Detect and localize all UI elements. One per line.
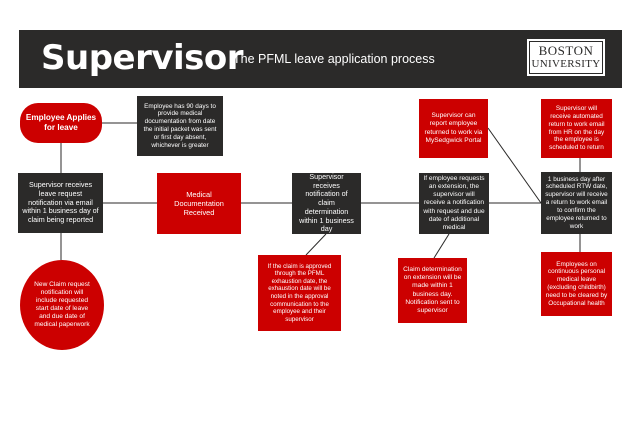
node-claim-determination: Supervisor receives notification of clai… [292, 172, 361, 234]
connector-report-to-rtw [487, 127, 542, 204]
node-employee-applies: Employee Applies for leave [20, 103, 102, 143]
connector-extension-to-claimdet [433, 233, 450, 259]
header-banner: Supervisor The PFML leave application pr… [19, 30, 622, 88]
node-extension-request: If employee requests an extension, the s… [419, 173, 489, 234]
page-subtitle: The PFML leave application process [233, 52, 435, 66]
node-pfml-exhaustion: If the claim is approved through the PFM… [258, 255, 341, 331]
node-new-claim: New Claim request notification will incl… [20, 260, 104, 350]
node-supervisor-receives-request: Supervisor receives leave request notifi… [18, 173, 103, 233]
connector-determination-to-exhaustion [305, 233, 327, 256]
page-title: Supervisor [41, 38, 244, 78]
node-ninety-days: Employee has 90 days to provide medical … [137, 96, 223, 156]
node-auto-rtw-email: Supervisor will receive automated return… [541, 99, 612, 158]
node-medical-documentation: Medical Documentation Received [157, 173, 241, 234]
boston-university-logo: BOSTON UNIVERSITY [527, 39, 605, 76]
node-rtw-confirm: 1 business day after scheduled RTW date,… [541, 172, 612, 234]
node-report-returned: Supervisor can report employee returned … [419, 99, 488, 158]
node-occupational-health: Employees on continuous personal medical… [541, 252, 612, 316]
node-extension-determination: Claim determination on extension will be… [398, 258, 467, 323]
